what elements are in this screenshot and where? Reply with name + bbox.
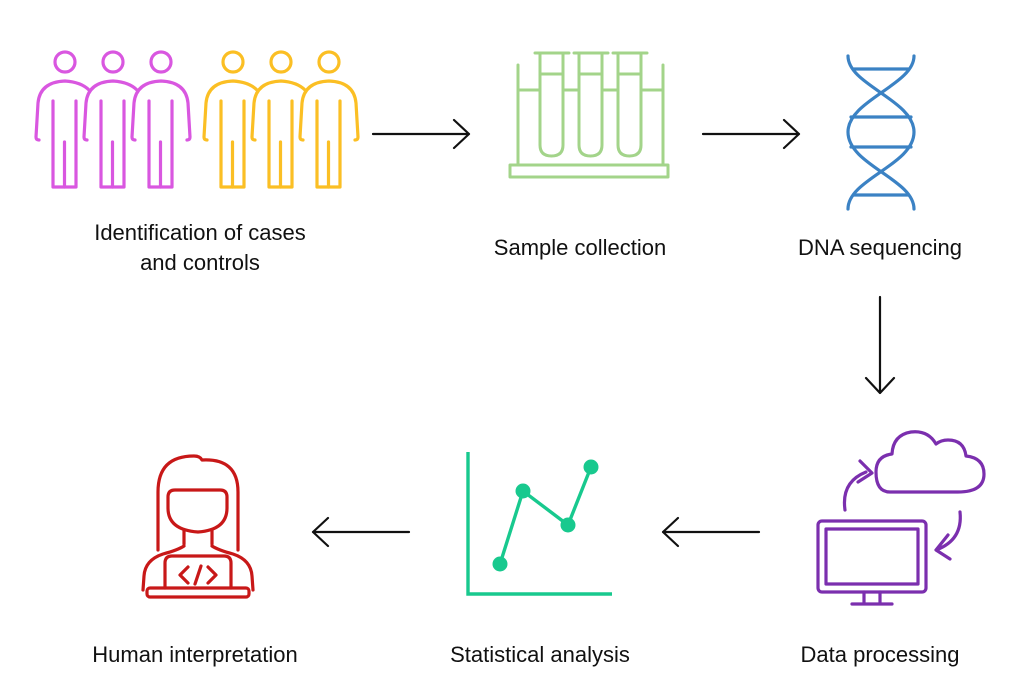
laptop [163,554,233,590]
arrow-left-1 [661,516,761,548]
code-symbol [178,564,218,586]
monitor-frame [816,519,928,594]
arrow-left-2 [311,516,411,548]
dna-icon [846,54,916,211]
monitor-screen [824,527,920,586]
chart-line [498,466,593,565]
face [166,488,229,534]
developer-woman-icon [141,454,255,599]
cases-people [34,50,192,189]
chart-point [515,483,531,499]
shoulders [141,544,255,592]
neck [182,528,214,546]
arrow-right-2 [701,118,801,150]
monitor-stand [850,590,894,606]
label-line-1: Identification of cases [94,220,306,245]
step-label-dna-sequencing: DNA sequencing [798,235,962,260]
arrow-down [864,295,896,395]
label-line-2: and controls [140,250,260,275]
sync-arrow-down [934,510,962,561]
chart-point [583,459,599,475]
sync-arrow-up [842,459,874,512]
cloud-shape [874,430,986,494]
laptop-base [145,586,251,599]
step-label-sample-collection: Sample collection [493,235,667,260]
test-tubes-icon [508,51,670,179]
step-label-statistical-analysis: Statistical analysis [450,642,630,667]
chart-point [560,517,576,533]
cloud-computer-sync-icon [816,430,986,606]
arrow-right-1 [371,118,471,150]
step-label-data-processing: Data processing [800,642,960,667]
hair [156,454,240,552]
chart-point [492,556,508,572]
people-group-icon [34,50,360,189]
chart-axes [466,452,612,596]
step-label-human-interpretation: Human interpretation [92,642,298,667]
line-chart-icon [466,452,612,596]
controls-people [202,50,360,189]
step-label-cases-controls: Identification of cases and controls [40,218,360,278]
